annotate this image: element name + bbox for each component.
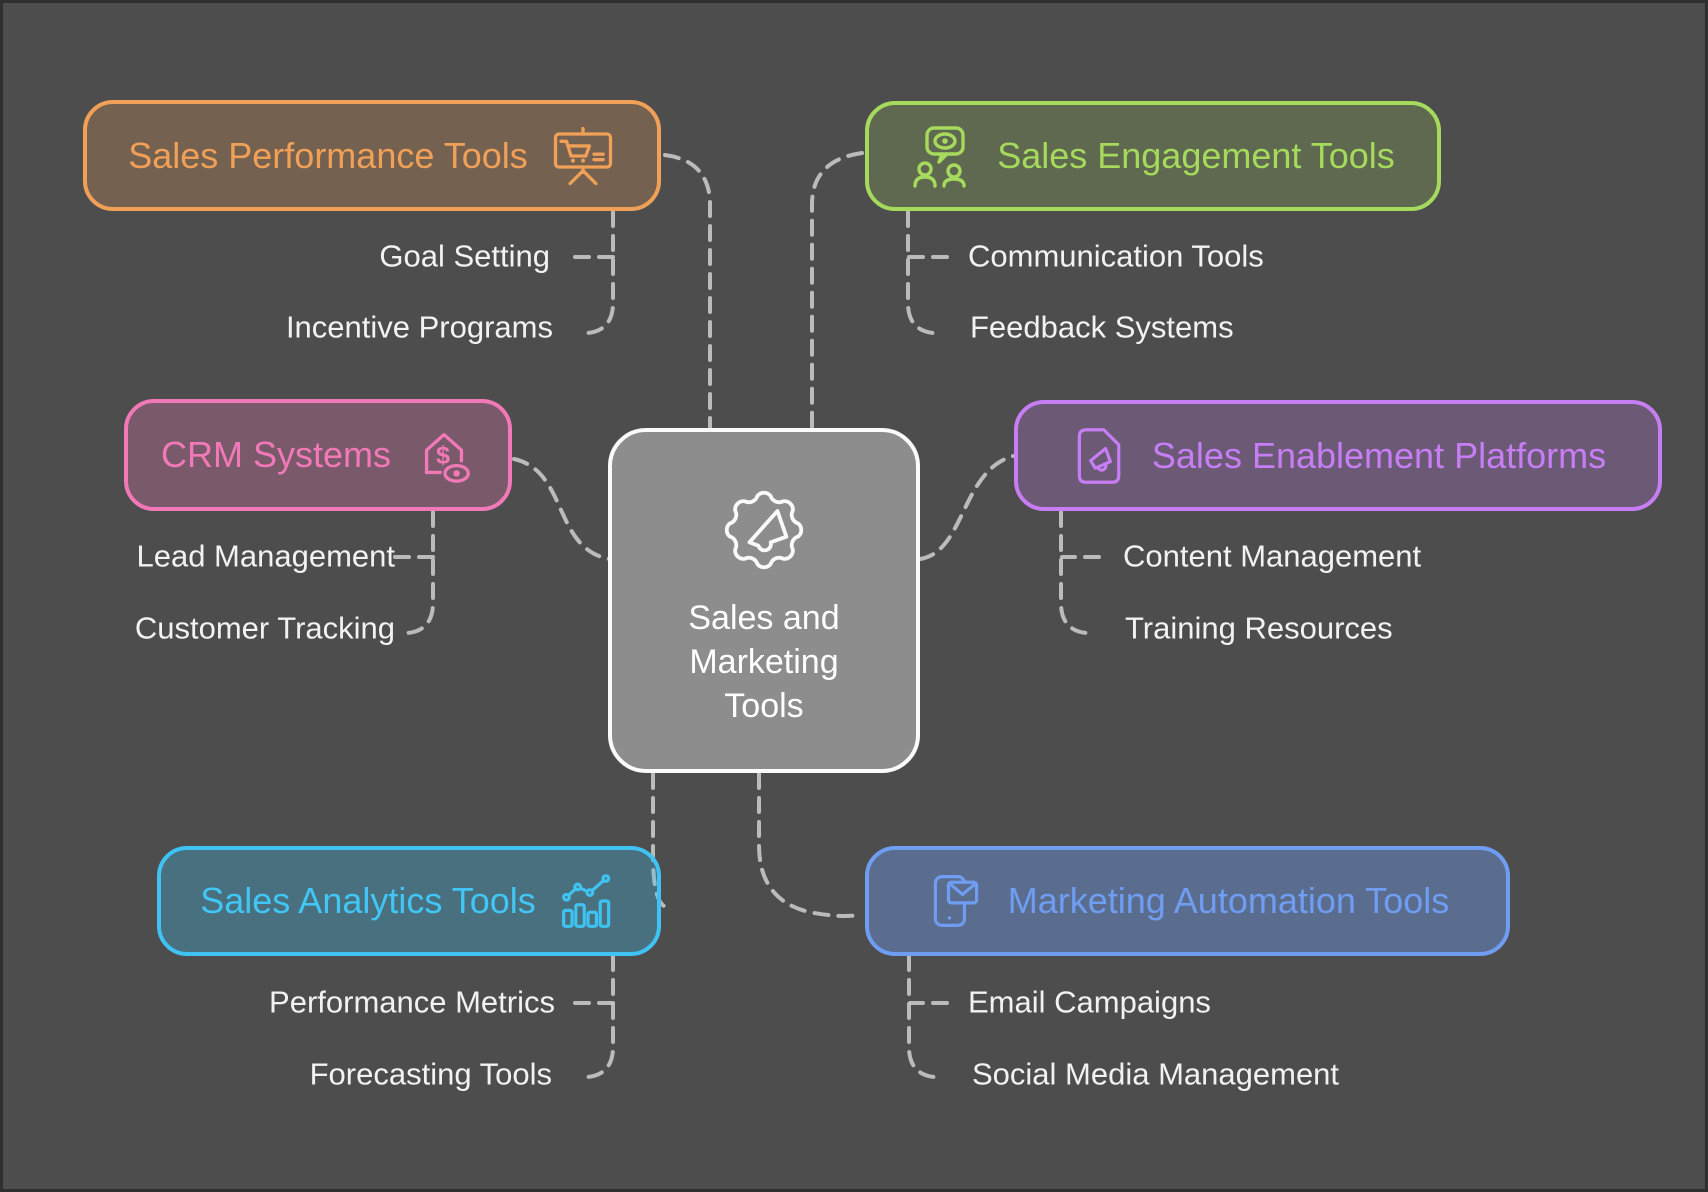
- child-item-email-campaigns[interactable]: Email Campaigns: [968, 984, 1211, 1020]
- connector-enablement-children: [1059, 510, 1088, 635]
- node-sales-and-marketing-tools[interactable]: Sales and Marketing Tools: [608, 428, 920, 773]
- node-label: Sales Analytics Tools: [200, 880, 536, 921]
- child-item-training-resources[interactable]: Training Resources: [1125, 610, 1393, 646]
- connector-crm-center: [512, 457, 611, 561]
- node-label: Marketing Automation Tools: [1007, 880, 1450, 921]
- child-item-performance-metrics[interactable]: Performance Metrics: [269, 984, 555, 1020]
- child-item-customer-tracking[interactable]: Customer Tracking: [134, 610, 395, 646]
- node-label: Sales Performance Tools: [128, 134, 528, 176]
- center-title-line3: Tools: [724, 686, 804, 725]
- megaphone-badge-icon: [724, 490, 804, 569]
- node-label: Sales Enablement Platforms: [1151, 434, 1607, 476]
- node-sales-analytics-tools[interactable]: Sales Analytics Tools: [157, 846, 661, 956]
- node-label: CRM Systems: [160, 434, 391, 475]
- child-item-content-management[interactable]: Content Management: [1123, 538, 1422, 574]
- connector-enablement-center: [918, 454, 1015, 561]
- connector-crm-children: [406, 510, 435, 635]
- child-item-forecasting-tools[interactable]: Forecasting Tools: [309, 1056, 552, 1092]
- house-dollar-eye-icon: $: [424, 433, 470, 483]
- phone-mail-icon: [933, 875, 978, 927]
- connector-automation-children: [907, 954, 936, 1079]
- document-megaphone-icon: [1077, 427, 1121, 484]
- connector-engagement-children: [906, 210, 935, 335]
- center-title: Sales and Marketing Tools: [688, 596, 839, 728]
- child-item-lead-management[interactable]: Lead Management: [136, 538, 395, 574]
- connector-performance-center: [663, 153, 712, 429]
- node-crm-systems[interactable]: CRM Systems $: [124, 399, 512, 511]
- bar-chart-trend-icon: [561, 874, 610, 928]
- connector-engagement-center: [810, 151, 864, 429]
- node-sales-enablement-platforms[interactable]: Sales Enablement Platforms: [1014, 400, 1662, 511]
- node-sales-performance-tools[interactable]: Sales Performance Tools: [83, 100, 661, 211]
- node-label: Sales Engagement Tools: [997, 135, 1395, 176]
- child-item-social-media-management[interactable]: Social Media Management: [972, 1056, 1340, 1092]
- node-sales-engagement-tools[interactable]: Sales Engagement Tools: [865, 101, 1441, 211]
- child-item-feedback-systems[interactable]: Feedback Systems: [970, 309, 1234, 345]
- connector-performance-children: [586, 210, 615, 335]
- people-eye-icon: [913, 126, 966, 188]
- node-marketing-automation-tools[interactable]: Marketing Automation Tools: [865, 846, 1510, 956]
- child-item-incentive-programs[interactable]: Incentive Programs: [285, 309, 553, 345]
- child-item-goal-setting[interactable]: Goal Setting: [379, 238, 550, 274]
- child-item-communication-tools[interactable]: Communication Tools: [968, 238, 1264, 274]
- connector-analytics-children: [586, 954, 615, 1079]
- presentation-cart-icon: [553, 126, 612, 185]
- svg-text:$: $: [436, 442, 450, 470]
- connector-automation-center: [757, 772, 862, 918]
- center-title-line2: Marketing: [689, 642, 839, 681]
- center-title-line1: Sales and: [688, 598, 840, 637]
